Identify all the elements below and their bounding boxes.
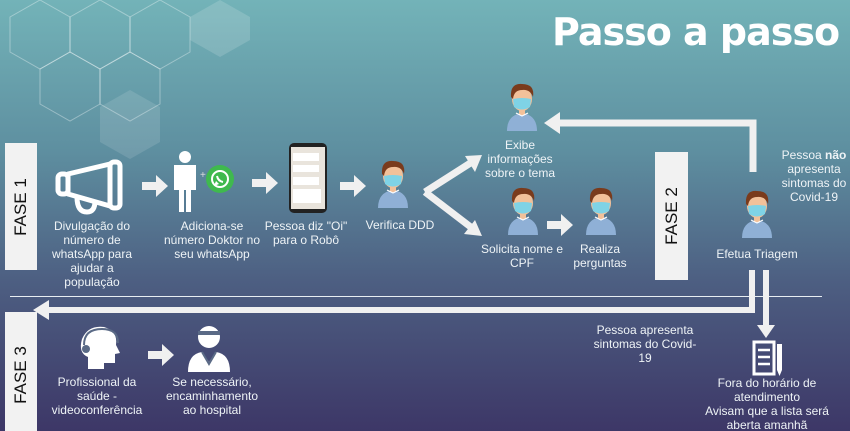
doctor-exibe-icon (506, 83, 538, 132)
step-oi: Pessoa diz "Oi" para o Robô (264, 219, 348, 247)
note-text: Pessoa (781, 148, 825, 162)
phase-2-text: FASE 2 (661, 187, 681, 245)
step-solicita: Solicita nome e CPF (480, 242, 564, 270)
step-divulgacao: Divulgação do número de whatsApp para aj… (51, 219, 133, 289)
arrow-right-icon (148, 344, 174, 366)
doctor-triagem-icon (741, 190, 773, 239)
hospital-doctor-icon (188, 326, 230, 372)
step-hospital: Se necessário, encaminhamento ao hospita… (165, 375, 259, 417)
arrow-right-icon (547, 214, 573, 236)
step-exibe: Exibe informações sobre o tema (484, 138, 556, 180)
note-text: apresenta sintomas do Covid-19 (781, 162, 847, 204)
phase-3-text: FASE 3 (11, 345, 31, 404)
hexagon-decoration (9, 0, 250, 159)
doctor-verifica-icon (377, 160, 409, 209)
phase-divider (10, 296, 822, 297)
step-profissional: Profissional da saúde - videoconferência (51, 375, 143, 417)
plus-sign: + (200, 170, 206, 181)
person-icon (174, 151, 196, 212)
step-avisam: Avisam que a lista será aberta amanhã (705, 404, 829, 431)
arrow-right-icon (252, 172, 278, 194)
arrow-right-icon (142, 175, 168, 197)
branch-arrows (422, 155, 482, 236)
whatsapp-icon (206, 165, 234, 193)
step-triagem: Efetua Triagem (716, 247, 798, 261)
phase-2-label: FASE 2 (655, 152, 688, 280)
doctor-solicita-icon (507, 187, 539, 236)
page-title: Passo a passo (552, 10, 840, 54)
headset-professional-icon (80, 326, 120, 369)
megaphone-icon (55, 159, 123, 215)
arrow-right-icon (340, 175, 366, 197)
arrow-symptoms (33, 270, 775, 338)
phase-3-label: FASE 3 (5, 312, 37, 431)
doctor-realiza-icon (585, 187, 617, 236)
step-ddd: Verifica DDD (365, 218, 435, 232)
arrow-no-symptoms (544, 112, 757, 172)
step-fora: Fora do horário de atendimento (717, 376, 817, 404)
phase-1-label: FASE 1 (5, 143, 37, 270)
note-symptoms: Pessoa apresenta sintomas do Covid-19 (593, 323, 697, 365)
step-realiza: Realiza perguntas (573, 242, 627, 270)
note-bold: não (825, 148, 847, 162)
document-list-icon (752, 340, 782, 376)
step-adiciona: Adiciona-se número Doktor no seu whatsAp… (163, 219, 261, 261)
note-no-symptoms: Pessoa não apresenta sintomas do Covid-1… (774, 148, 850, 204)
phone-chat-icon (289, 143, 327, 213)
phase-1-text: FASE 1 (11, 177, 31, 236)
